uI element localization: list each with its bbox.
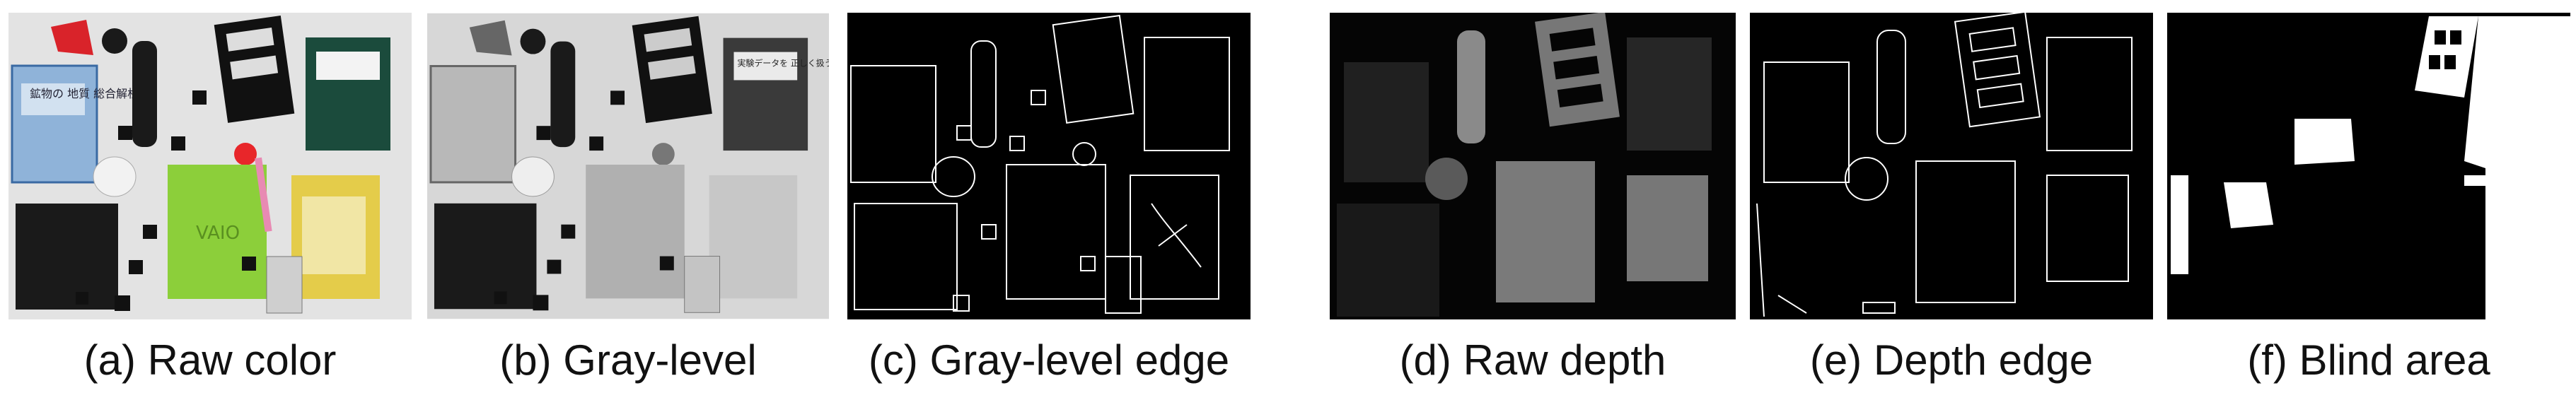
gray-level-image: 実験データを 正しく扱うために — [427, 13, 829, 319]
raw-color-image: 鉱物の 地質 総合解析 VAIO — [8, 13, 412, 319]
panel-depth-edge — [1750, 13, 2153, 319]
book-title-text: 鉱物の 地質 総合解析 — [30, 87, 139, 100]
book-title-2-text: 実験データを 正しく扱うために — [737, 57, 829, 68]
caption-gray-level-edge: (c) Gray-level edge — [868, 336, 1230, 384]
blind-area-image — [2167, 13, 2570, 319]
depth-edge-image — [1750, 13, 2153, 319]
caption-raw-color: (a) Raw color — [83, 336, 337, 384]
caption-raw-depth: (d) Raw depth — [1399, 336, 1666, 384]
laptop-logo-text: VAIO — [196, 223, 240, 244]
caption-gray-level: (b) Gray-level — [499, 336, 757, 384]
panel-blind-area — [2167, 13, 2570, 319]
panel-raw-color: 鉱物の 地質 総合解析 VAIO — [8, 13, 412, 319]
raw-depth-image — [1330, 13, 1736, 319]
caption-blind-area: (f) Blind area — [2247, 336, 2490, 384]
panel-raw-depth — [1330, 13, 1736, 319]
panel-gray-level-edge — [847, 13, 1251, 319]
gray-level-edge-image — [847, 13, 1251, 319]
caption-depth-edge: (e) Depth edge — [1809, 336, 2094, 384]
panel-gray-level: 実験データを 正しく扱うために — [427, 13, 829, 319]
